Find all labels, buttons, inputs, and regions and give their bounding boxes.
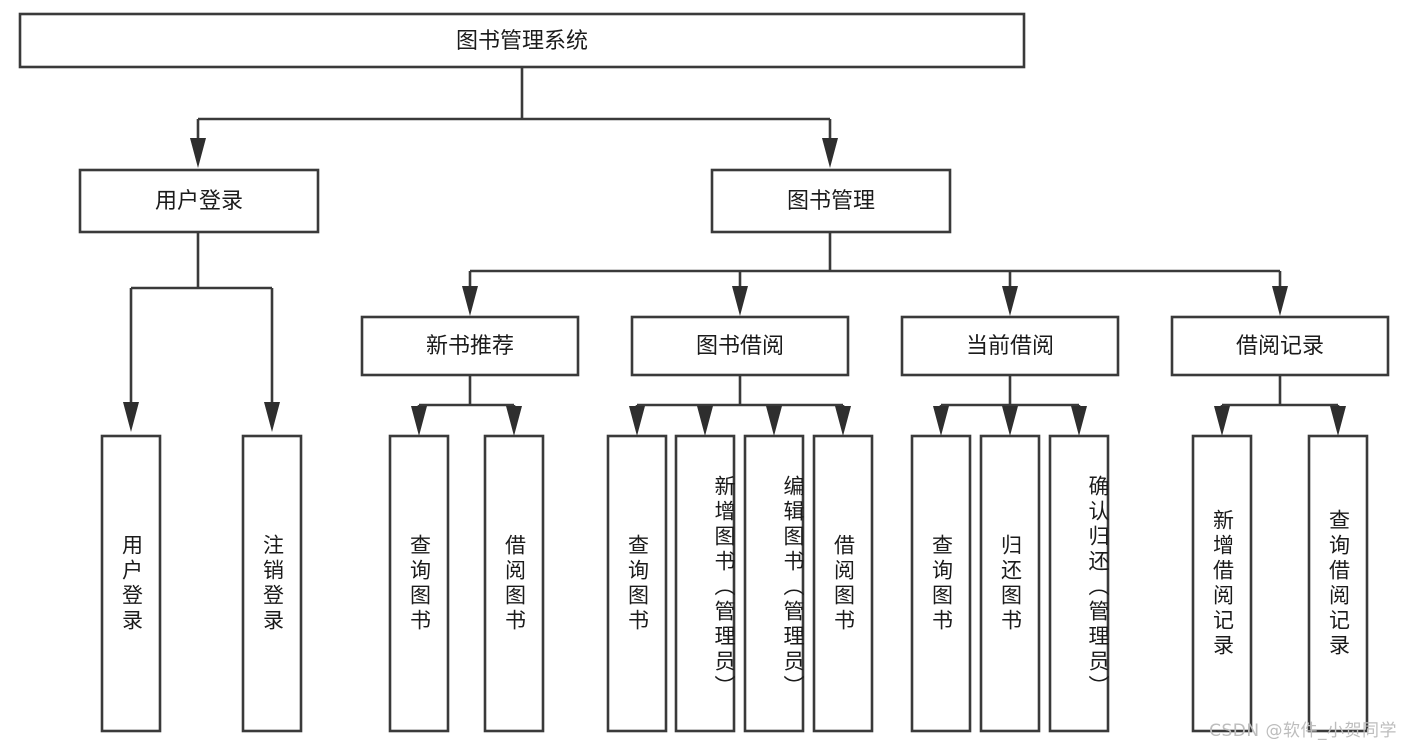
node-user-login-label: 用户登录 — [155, 189, 243, 214]
leaf-box-borrow-book-2[interactable] — [812, 434, 874, 733]
connector-borrowrecord-to-leaves — [1214, 376, 1346, 436]
node-borrow-record-box[interactable] — [1170, 315, 1390, 377]
arrow-to-user-login — [190, 138, 206, 168]
arrow-to-leaf-7 — [766, 406, 782, 436]
node-book-borrow-label: 图书借阅 — [696, 334, 784, 359]
arrow-to-leaf-8 — [835, 406, 851, 436]
arrow-to-leaf-5 — [629, 406, 645, 436]
connector-userlogin-to-leaves — [123, 233, 280, 432]
arrow-to-new-book-rec — [462, 286, 478, 316]
leaf-box-query-book-1[interactable] — [388, 434, 450, 733]
node-borrow-record-label: 借阅记录 — [1236, 334, 1324, 359]
arrow-to-borrow-record — [1272, 286, 1288, 316]
connector-newbook-to-leaves — [411, 376, 522, 436]
leaf-box-user-login[interactable] — [100, 434, 162, 733]
connector-bookborrow-to-leaves — [629, 376, 851, 436]
leaf-box-add-borrow-record[interactable] — [1191, 434, 1253, 733]
leaf-box-logout[interactable] — [241, 434, 303, 733]
leaf-box-add-book-admin[interactable] — [674, 434, 736, 733]
node-root-box[interactable] — [18, 12, 1026, 69]
leaf-box-query-book-2[interactable] — [606, 434, 668, 733]
arrow-to-leaf-3 — [411, 406, 427, 436]
connector-currentborrow-to-leaves — [933, 376, 1087, 436]
arrow-to-leaf-4 — [506, 406, 522, 436]
leaf-box-query-borrow-record[interactable] — [1307, 434, 1369, 733]
node-new-book-rec-label: 新书推荐 — [426, 334, 514, 359]
arrow-to-leaf-9 — [933, 406, 949, 436]
connector-root-to-level2 — [190, 67, 838, 168]
leaf-box-edit-book-admin[interactable] — [743, 434, 805, 733]
arrow-to-leaf-6 — [697, 406, 713, 436]
arrow-to-leaf-12 — [1214, 406, 1230, 436]
leaf-box-borrow-book-1[interactable] — [483, 434, 545, 733]
arrow-to-book-borrow — [732, 286, 748, 316]
node-book-borrow-box[interactable] — [630, 315, 850, 377]
node-current-borrow-box[interactable] — [900, 315, 1120, 377]
node-root-label: 图书管理系统 — [456, 29, 588, 54]
arrow-to-leaf-1 — [123, 402, 139, 432]
arrow-to-book-mgmt — [822, 138, 838, 168]
node-book-mgmt-label: 图书管理 — [787, 189, 875, 214]
leaf-box-confirm-return-admin[interactable] — [1048, 434, 1110, 733]
node-current-borrow-label: 当前借阅 — [966, 334, 1054, 359]
arrow-to-leaf-2 — [264, 402, 280, 432]
arrow-to-leaf-11 — [1071, 406, 1087, 436]
arrow-to-current-borrow — [1002, 286, 1018, 316]
leaf-box-return-book[interactable] — [979, 434, 1041, 733]
node-new-book-rec-box[interactable] — [360, 315, 580, 377]
node-user-login-box[interactable] — [78, 168, 320, 234]
leaf-box-query-book-3[interactable] — [910, 434, 972, 733]
arrow-to-leaf-10 — [1002, 406, 1018, 436]
connector-bookmgmt-to-level3 — [462, 233, 1288, 316]
arrow-to-leaf-13 — [1330, 406, 1346, 436]
watermark-text: CSDN @软件_小贺同学 — [1209, 721, 1397, 741]
node-book-mgmt-box[interactable] — [710, 168, 952, 234]
